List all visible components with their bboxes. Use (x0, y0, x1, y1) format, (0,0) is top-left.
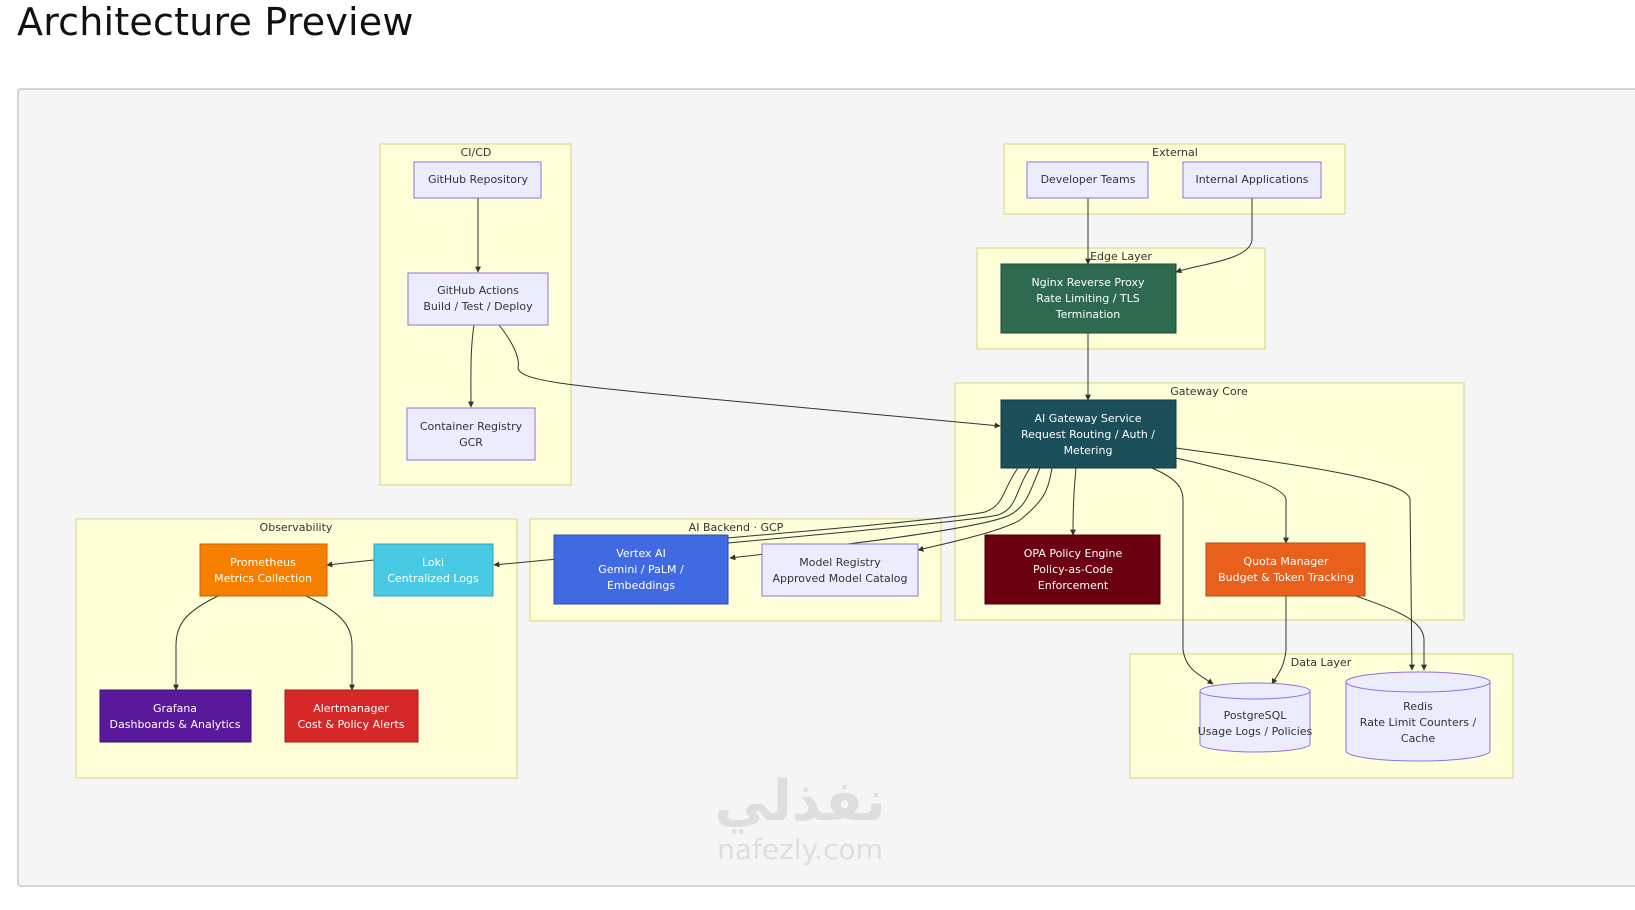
svg-text:Metering: Metering (1064, 444, 1113, 457)
svg-text:Centralized Logs: Centralized Logs (387, 572, 479, 585)
node-github-repository-label: GitHub Repository (428, 173, 529, 186)
svg-text:Vertex AI: Vertex AI (616, 547, 666, 560)
edge-gateway-model-registry (917, 467, 1053, 552)
svg-text:Internal Applications: Internal Applications (1195, 173, 1308, 186)
page-title: Architecture Preview (17, 0, 414, 44)
svg-text:GitHub Actions: GitHub Actions (437, 284, 519, 297)
svg-text:Usage Logs / Policies: Usage Logs / Policies (1198, 725, 1313, 738)
node-internal-applications[interactable]: Internal Applications (1182, 161, 1322, 199)
svg-text:Nginx Reverse Proxy: Nginx Reverse Proxy (1031, 276, 1145, 289)
cluster-cicd-label: CI/CD (461, 146, 492, 159)
svg-text:Rate Limit Counters /: Rate Limit Counters / (1360, 716, 1477, 729)
svg-text:Termination: Termination (1055, 308, 1121, 321)
watermark-latin: nafezly.com (717, 833, 883, 866)
edge-quota-postgres (1271, 596, 1287, 685)
edge-gateway-quota (1175, 457, 1289, 544)
cluster-ai-backend-label: AI Backend · GCP (689, 521, 784, 534)
svg-text:Container Registry: Container Registry (420, 420, 523, 433)
node-opa-policy-engine[interactable]: OPA Policy Engine Policy-as-Code Enforce… (984, 534, 1161, 605)
edge-gateway-redis (1175, 447, 1415, 671)
svg-text:Prometheus: Prometheus (230, 556, 296, 569)
node-quota-manager[interactable]: Quota Manager Budget & Token Tracking (1205, 542, 1366, 597)
cluster-external-label: External (1152, 146, 1198, 159)
svg-text:Metrics Collection: Metrics Collection (214, 572, 312, 585)
edge-actions-registry (467, 324, 475, 408)
svg-text:Cost & Policy Alerts: Cost & Policy Alerts (297, 718, 404, 731)
node-alertmanager[interactable]: Alertmanager Cost & Policy Alerts (284, 689, 419, 743)
cluster-gateway-core-label: Gateway Core (1170, 385, 1248, 398)
svg-text:Request Routing / Auth /: Request Routing / Auth / (1021, 428, 1155, 441)
node-prometheus[interactable]: Prometheus Metrics Collection (199, 543, 328, 597)
node-github-repository[interactable]: GitHub Repository (413, 161, 542, 199)
edge-loki-prometheus (326, 559, 375, 568)
node-ai-gateway-service[interactable]: AI Gateway Service Request Routing / Aut… (1000, 399, 1177, 469)
node-vertex-ai[interactable]: Vertex AI Gemini / PaLM / Embeddings (553, 534, 729, 605)
edge-prometheus-grafana (173, 595, 219, 691)
node-loki[interactable]: Loki Centralized Logs (373, 543, 494, 597)
svg-text:Model Registry: Model Registry (799, 556, 881, 569)
svg-text:AI Gateway Service: AI Gateway Service (1034, 412, 1141, 425)
svg-text:Alertmanager: Alertmanager (313, 702, 389, 715)
svg-text:GCR: GCR (459, 436, 483, 449)
svg-text:Approved Model Catalog: Approved Model Catalog (772, 572, 907, 585)
node-github-actions[interactable]: GitHub Actions Build / Test / Deploy (407, 272, 549, 326)
svg-text:Grafana: Grafana (153, 702, 197, 715)
edge-gateway-postgres (1151, 467, 1214, 685)
node-nginx-reverse-proxy[interactable]: Nginx Reverse Proxy Rate Limiting / TLS … (1000, 263, 1177, 334)
svg-text:Redis: Redis (1403, 700, 1433, 713)
svg-text:Loki: Loki (422, 556, 444, 569)
svg-text:Policy-as-Code: Policy-as-Code (1033, 563, 1113, 576)
svg-text:OPA Policy Engine: OPA Policy Engine (1024, 547, 1123, 560)
edge-internal-nginx (1175, 198, 1253, 274)
svg-text:Dashboards & Analytics: Dashboards & Analytics (110, 718, 241, 731)
cluster-data-layer-label: Data Layer (1291, 656, 1352, 669)
cluster-observability-label: Observability (260, 521, 333, 534)
node-container-registry[interactable]: Container Registry GCR (406, 407, 536, 461)
svg-text:PostgreSQL: PostgreSQL (1224, 709, 1288, 722)
svg-text:Budget & Token Tracking: Budget & Token Tracking (1218, 571, 1354, 584)
node-developer-teams[interactable]: Developer Teams (1026, 161, 1149, 199)
svg-text:Build / Test / Deploy: Build / Test / Deploy (423, 300, 533, 313)
svg-text:Quota Manager: Quota Manager (1243, 555, 1329, 568)
svg-text:Gemini / PaLM /: Gemini / PaLM / (598, 563, 684, 576)
edge-gateway-opa (1070, 467, 1077, 536)
cluster-edge-layer-label: Edge Layer (1090, 250, 1152, 263)
node-model-registry[interactable]: Model Registry Approved Model Catalog (761, 543, 919, 597)
node-grafana[interactable]: Grafana Dashboards & Analytics (99, 689, 252, 743)
svg-text:Developer Teams: Developer Teams (1041, 173, 1136, 186)
svg-text:Embeddings: Embeddings (607, 579, 675, 592)
node-redis[interactable]: Redis Rate Limit Counters / Cache (1345, 671, 1491, 762)
edge-quota-redis (1355, 595, 1427, 671)
svg-text:Cache: Cache (1401, 732, 1435, 745)
watermark-arabic: نفذلي (714, 769, 886, 834)
watermark-logo: نفذلي nafezly.com (690, 770, 910, 866)
node-postgresql[interactable]: PostgreSQL Usage Logs / Policies (1198, 682, 1313, 753)
edge-prometheus-alertmanager (305, 595, 355, 691)
edge-actions-gateway (498, 324, 1001, 429)
svg-text:Rate Limiting / TLS: Rate Limiting / TLS (1036, 292, 1140, 305)
svg-text:Enforcement: Enforcement (1038, 579, 1109, 592)
